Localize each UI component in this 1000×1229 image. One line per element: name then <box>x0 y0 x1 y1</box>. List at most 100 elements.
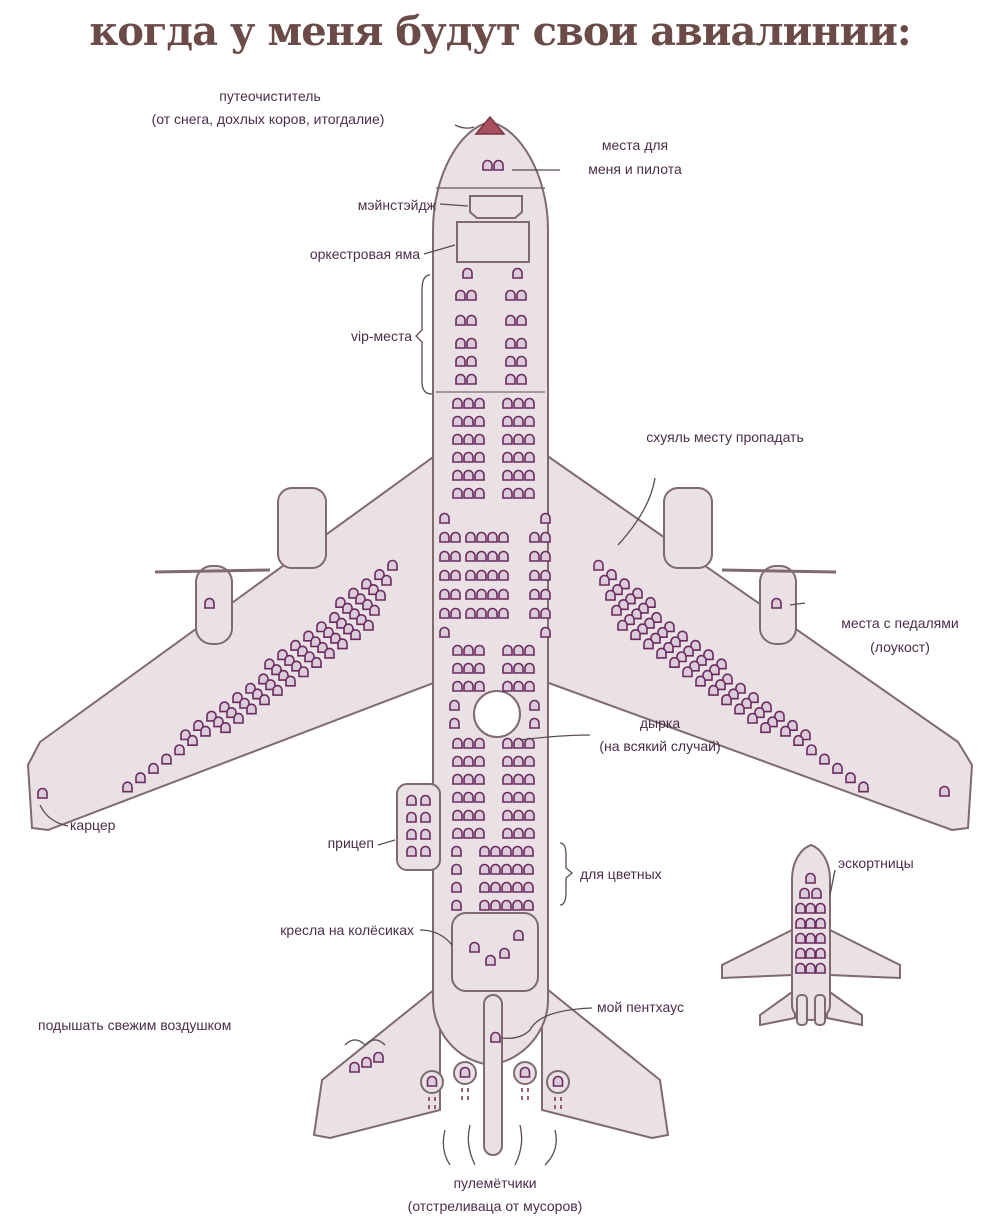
seat-icon <box>761 701 772 713</box>
seat-icon <box>311 656 322 668</box>
seat-icon <box>760 722 771 734</box>
seat-icon <box>375 589 386 601</box>
seat-icon <box>485 954 496 966</box>
seat-icon <box>449 717 460 729</box>
seat-icon <box>451 899 462 911</box>
seat-icon <box>452 487 463 499</box>
seat-icon <box>939 785 950 797</box>
seat-icon <box>625 593 636 605</box>
seat-icon <box>815 947 826 959</box>
seat-icon <box>361 578 372 590</box>
gunfire-icon <box>554 1097 562 1109</box>
seat-icon <box>455 337 466 349</box>
seat-icon <box>524 680 535 692</box>
seat-icon <box>490 881 501 893</box>
seat-icon <box>374 569 385 581</box>
seat-icon <box>406 845 417 857</box>
seat-icon <box>529 531 540 543</box>
seat-icon <box>815 962 826 974</box>
seat-icon <box>650 632 661 644</box>
seat-icon <box>455 314 466 326</box>
seat-icon <box>805 947 816 959</box>
seat-icon <box>529 699 540 711</box>
seat-icon <box>805 872 816 884</box>
seat-icon <box>465 607 476 619</box>
seat-icon <box>463 680 474 692</box>
seat-icon <box>490 899 501 911</box>
seat-icon <box>285 675 296 687</box>
seat-icon <box>502 644 513 656</box>
seat-icon <box>644 617 655 629</box>
seat-icon <box>463 415 474 427</box>
seat-icon <box>466 373 477 385</box>
mainstage <box>469 195 523 219</box>
seat-icon <box>463 469 474 481</box>
seat-icon <box>832 762 843 774</box>
seat-icon <box>795 947 806 959</box>
seat-icon <box>490 845 501 857</box>
seat-icon <box>513 644 524 656</box>
seat-icon <box>449 699 460 711</box>
seat-icon <box>502 469 513 481</box>
seat-icon <box>465 569 476 581</box>
seat-icon <box>363 619 374 631</box>
seat-icon <box>637 623 648 635</box>
seat-icon <box>805 917 816 929</box>
seat-icon <box>815 932 826 944</box>
seat-icon <box>323 626 334 638</box>
seat-icon <box>239 697 250 709</box>
right-engine <box>663 487 713 569</box>
seat-icon <box>452 680 463 692</box>
label-fresh-air: подышать свежим воздушком <box>38 1017 231 1033</box>
seat-icon <box>593 559 604 571</box>
seat-icon <box>439 588 450 600</box>
seat-icon <box>450 607 461 619</box>
seat-icon <box>721 694 732 706</box>
seat-icon <box>381 574 392 586</box>
seat-icon <box>465 531 476 543</box>
seat-icon <box>463 755 474 767</box>
seat-icon <box>513 929 524 941</box>
seat-icon <box>245 682 256 694</box>
seat-icon <box>513 415 524 427</box>
seat-icon <box>771 597 782 609</box>
seat-icon <box>368 584 379 596</box>
seat-icon <box>452 827 463 839</box>
seat-icon <box>747 712 758 724</box>
seat-icon <box>420 811 431 823</box>
seat-icon <box>501 881 512 893</box>
seat-icon <box>343 623 354 635</box>
label-mainstage: мэйнстэйдж <box>358 197 437 213</box>
seat-icon <box>426 1075 438 1087</box>
seat-icon <box>696 654 707 666</box>
left-wing <box>26 453 437 832</box>
seat-icon <box>805 962 816 974</box>
seat-icon <box>463 791 474 803</box>
seat-icon <box>463 737 474 749</box>
seat-icon <box>708 684 719 696</box>
seat-icon <box>695 675 706 687</box>
seat-icon <box>523 863 534 875</box>
label-gunners-line2: (отстреливаца от мусоров) <box>408 1198 583 1214</box>
seat-icon <box>316 621 327 633</box>
seat-icon <box>524 662 535 674</box>
seat-icon <box>512 845 523 857</box>
seat-icon <box>439 607 450 619</box>
seat-icon <box>452 469 463 481</box>
seat-icon <box>493 159 504 171</box>
seat-icon <box>304 651 315 663</box>
page-title: когда у меня будут свои авиалинии: <box>89 8 911 55</box>
seat-icon <box>361 1056 372 1068</box>
seat-icon <box>466 289 477 301</box>
seat-icon <box>452 662 463 674</box>
seat-icon <box>498 569 509 581</box>
seat-icon <box>815 902 826 914</box>
seat-icon <box>502 809 513 821</box>
seat-icon <box>799 887 810 899</box>
seat-icon <box>676 651 687 663</box>
seat-icon <box>632 587 643 599</box>
seat-icon <box>463 809 474 821</box>
seat-icon <box>474 487 485 499</box>
seat-icon <box>800 729 811 741</box>
seat-icon <box>259 694 270 706</box>
